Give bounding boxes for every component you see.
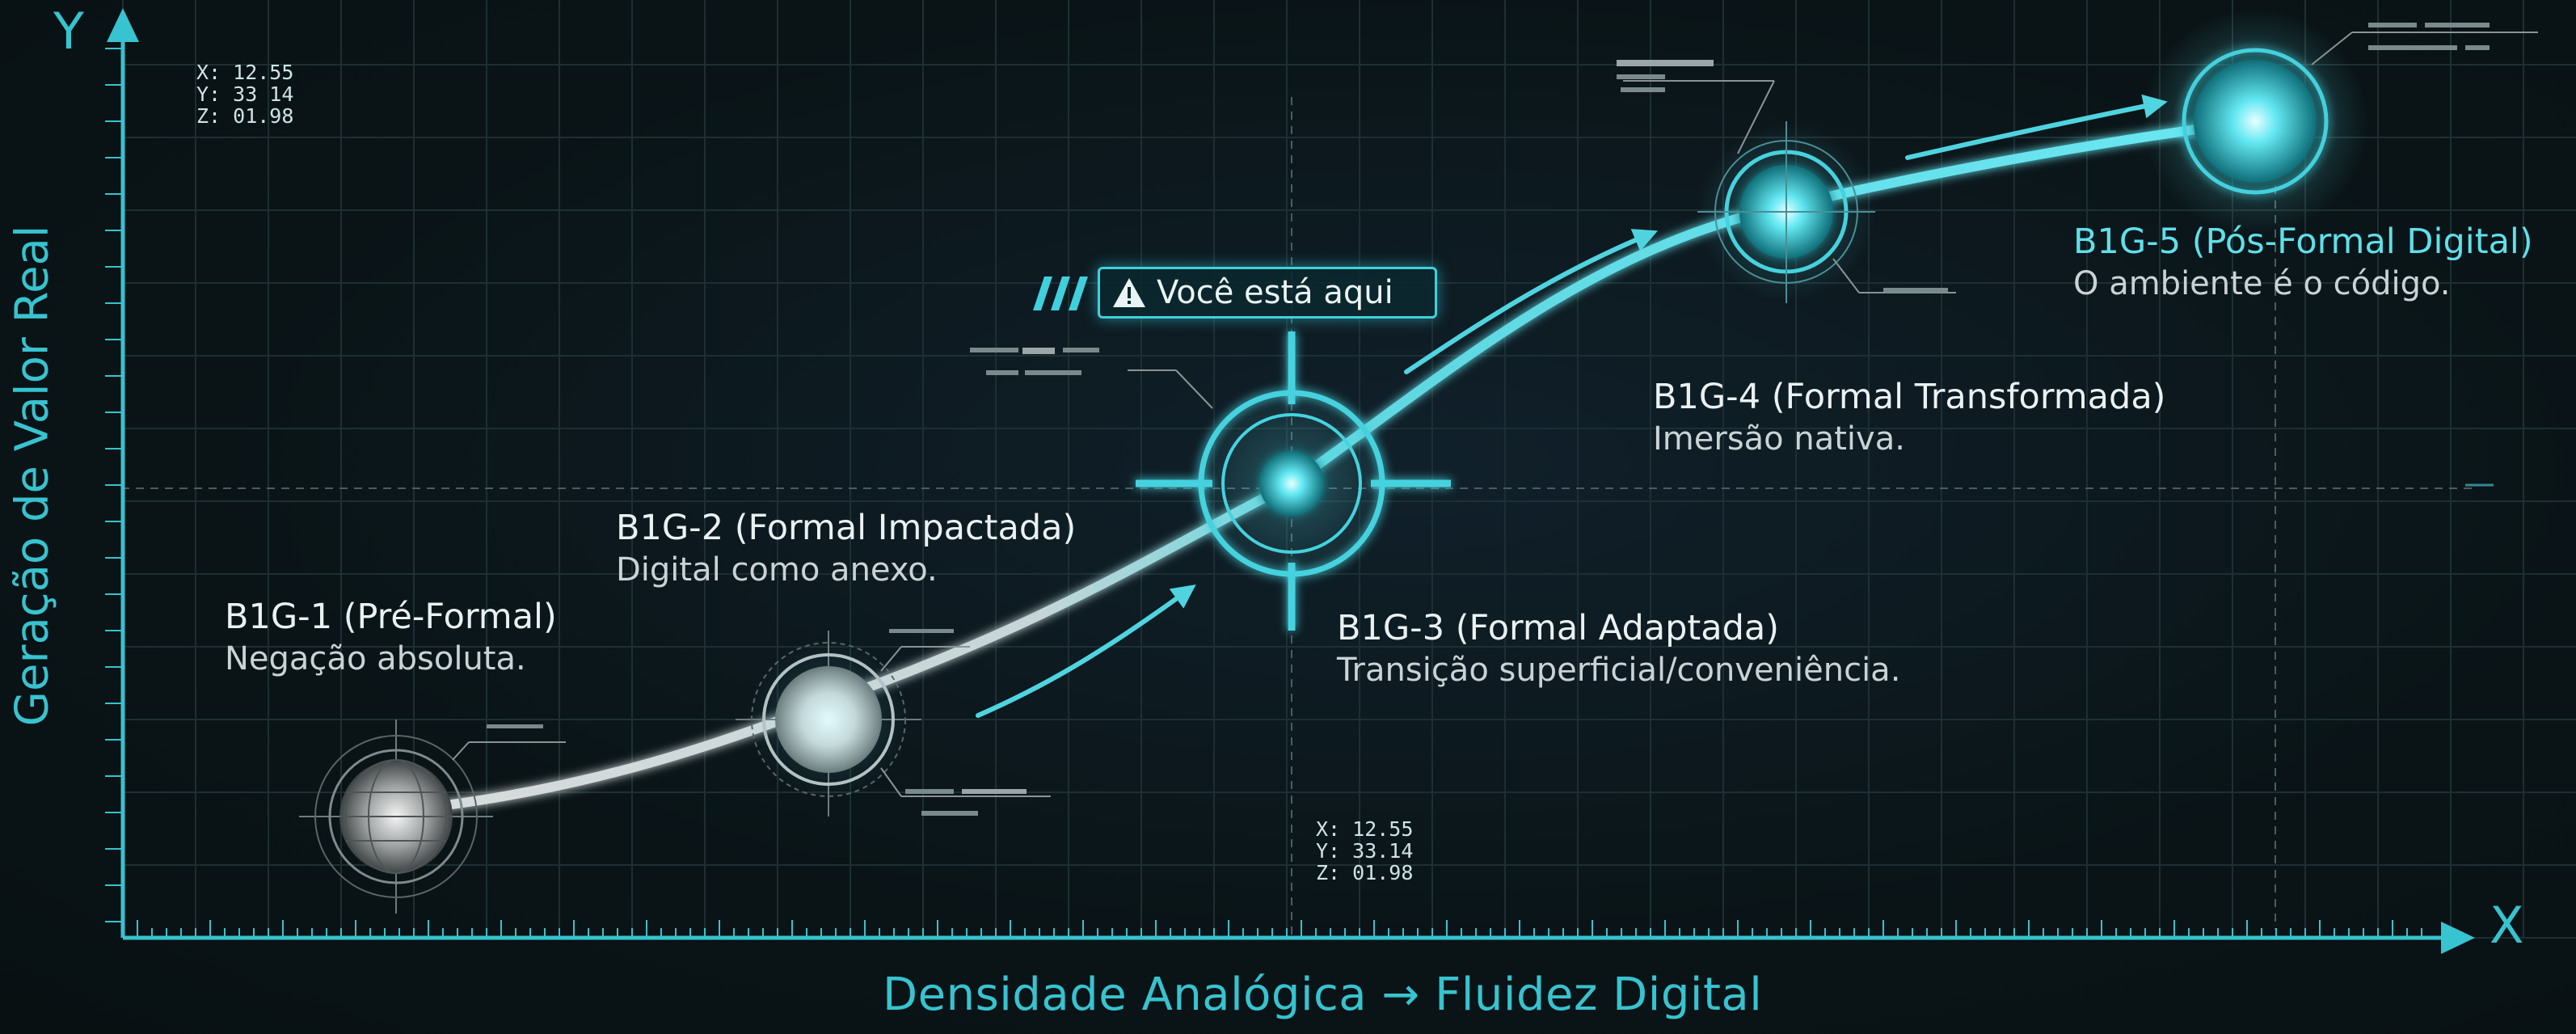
stage-title: B1G-2 (Formal Impactada)	[616, 508, 1077, 548]
stage-title: B1G-4 (Formal Transformada)	[1653, 377, 2166, 417]
stage-description: Digital como anexo.	[616, 551, 938, 589]
y-axis-arrowhead	[107, 8, 139, 42]
y-axis-letter: Y	[53, 2, 84, 61]
you-are-here-badge: Você está aqui	[1098, 267, 1437, 319]
stage-description: Imersão nativa.	[1653, 420, 1905, 458]
stage-node-3-target	[1128, 331, 1451, 631]
stage-label-1: B1G-1 (Pré-Formal) Negação absoluta.	[225, 597, 557, 677]
stage-description: Negação absoluta.	[225, 640, 526, 677]
guide-lines	[121, 97, 2473, 938]
y-axis-title: Geração de Valor Real	[6, 225, 59, 727]
stage-node-1	[299, 720, 566, 914]
flow-arrows	[976, 94, 2168, 718]
stage-label-2: B1G-2 (Formal Impactada) Digital como an…	[616, 508, 1076, 589]
stage-description: O ambiente é o código.	[2073, 265, 2451, 302]
stage-title: B1G-5 (Pós-Formal Digital)	[2073, 222, 2533, 262]
hazard-stripes	[1033, 276, 1088, 310]
you-are-here-label: Você está aqui	[1157, 274, 1393, 311]
stage-description: Transição superficial/conveniência.	[1337, 652, 1901, 689]
stage-node-2	[736, 631, 1051, 817]
stage-title: B1G-1 (Pré-Formal)	[225, 597, 557, 637]
stage-node-5	[2142, 8, 2538, 234]
axis-ticks	[105, 48, 2422, 938]
stage-node-4	[1623, 80, 1956, 303]
coordinate-readout-center: X: 12.55 Y: 33.14 Z: 01.98	[1316, 817, 1414, 884]
stage-label-4: B1G-4 (Formal Transformada) Imersão nati…	[1653, 377, 2165, 458]
x-axis-arrowhead	[2441, 922, 2475, 954]
stage-label-3: B1G-3 (Formal Adaptada) Transição superf…	[1337, 608, 1900, 689]
x-axis-title: Densidade Analógica → Fluidez Digital	[883, 969, 1763, 1021]
stage-label-5: B1G-5 (Pós-Formal Digital) O ambiente é …	[2073, 222, 2533, 302]
decorative-readouts	[487, 23, 2490, 816]
warning-triangle-icon	[1113, 278, 1145, 307]
stage-title: B1G-3 (Formal Adaptada)	[1337, 608, 1780, 648]
x-axis-letter: X	[2490, 896, 2524, 955]
coordinate-readout-top: X: 12.55 Y: 33 14 Z: 01.98	[196, 61, 294, 128]
